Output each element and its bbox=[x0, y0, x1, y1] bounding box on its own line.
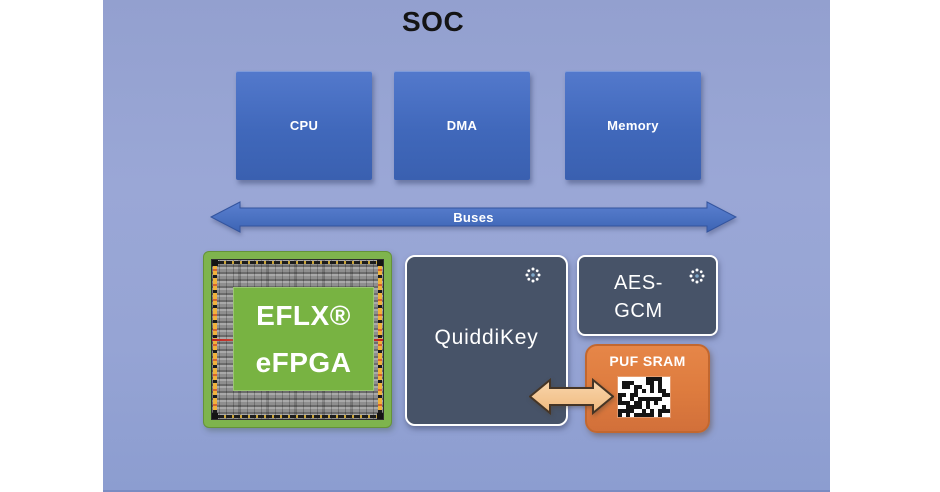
die-io-row-top bbox=[218, 261, 377, 264]
soc-block-dma: DMA bbox=[394, 71, 530, 180]
slide-background: SOC CPU DMA Memory Buses bbox=[103, 0, 830, 492]
puf-sram-block: PUF SRAM bbox=[585, 344, 710, 433]
efpga-label: EFLX® eFPGA bbox=[233, 287, 374, 391]
cpu-label: CPU bbox=[289, 118, 319, 133]
dma-label: DMA bbox=[446, 118, 478, 133]
efpga-line2: eFPGA bbox=[255, 347, 352, 378]
memory-label: Memory bbox=[607, 118, 659, 133]
intrinsic-id-dots-icon bbox=[689, 268, 705, 284]
intrinsic-id-dots-icon bbox=[525, 267, 541, 283]
double-arrow-icon bbox=[210, 201, 737, 233]
sram-pattern bbox=[618, 377, 670, 417]
efpga-line1: EFLX® bbox=[256, 300, 351, 331]
aes-line2: GCM bbox=[614, 299, 663, 322]
page-title: SOC bbox=[402, 6, 465, 37]
aes-gcm-block: AES- GCM bbox=[577, 255, 718, 336]
bus-arrow: Buses bbox=[210, 200, 737, 234]
quiddikey-label: QuiddiKey bbox=[434, 325, 539, 349]
puf-sram-label: PUF SRAM bbox=[609, 353, 686, 369]
die-io-row-bottom bbox=[218, 415, 377, 418]
bus-label: Buses bbox=[453, 209, 494, 225]
soc-block-memory: Memory bbox=[565, 71, 701, 180]
aes-line1: AES- bbox=[613, 271, 664, 294]
transfer-arrow-icon bbox=[529, 378, 614, 415]
soc-block-cpu: CPU bbox=[236, 71, 372, 180]
efpga-block: EFLX® eFPGA bbox=[203, 251, 392, 428]
